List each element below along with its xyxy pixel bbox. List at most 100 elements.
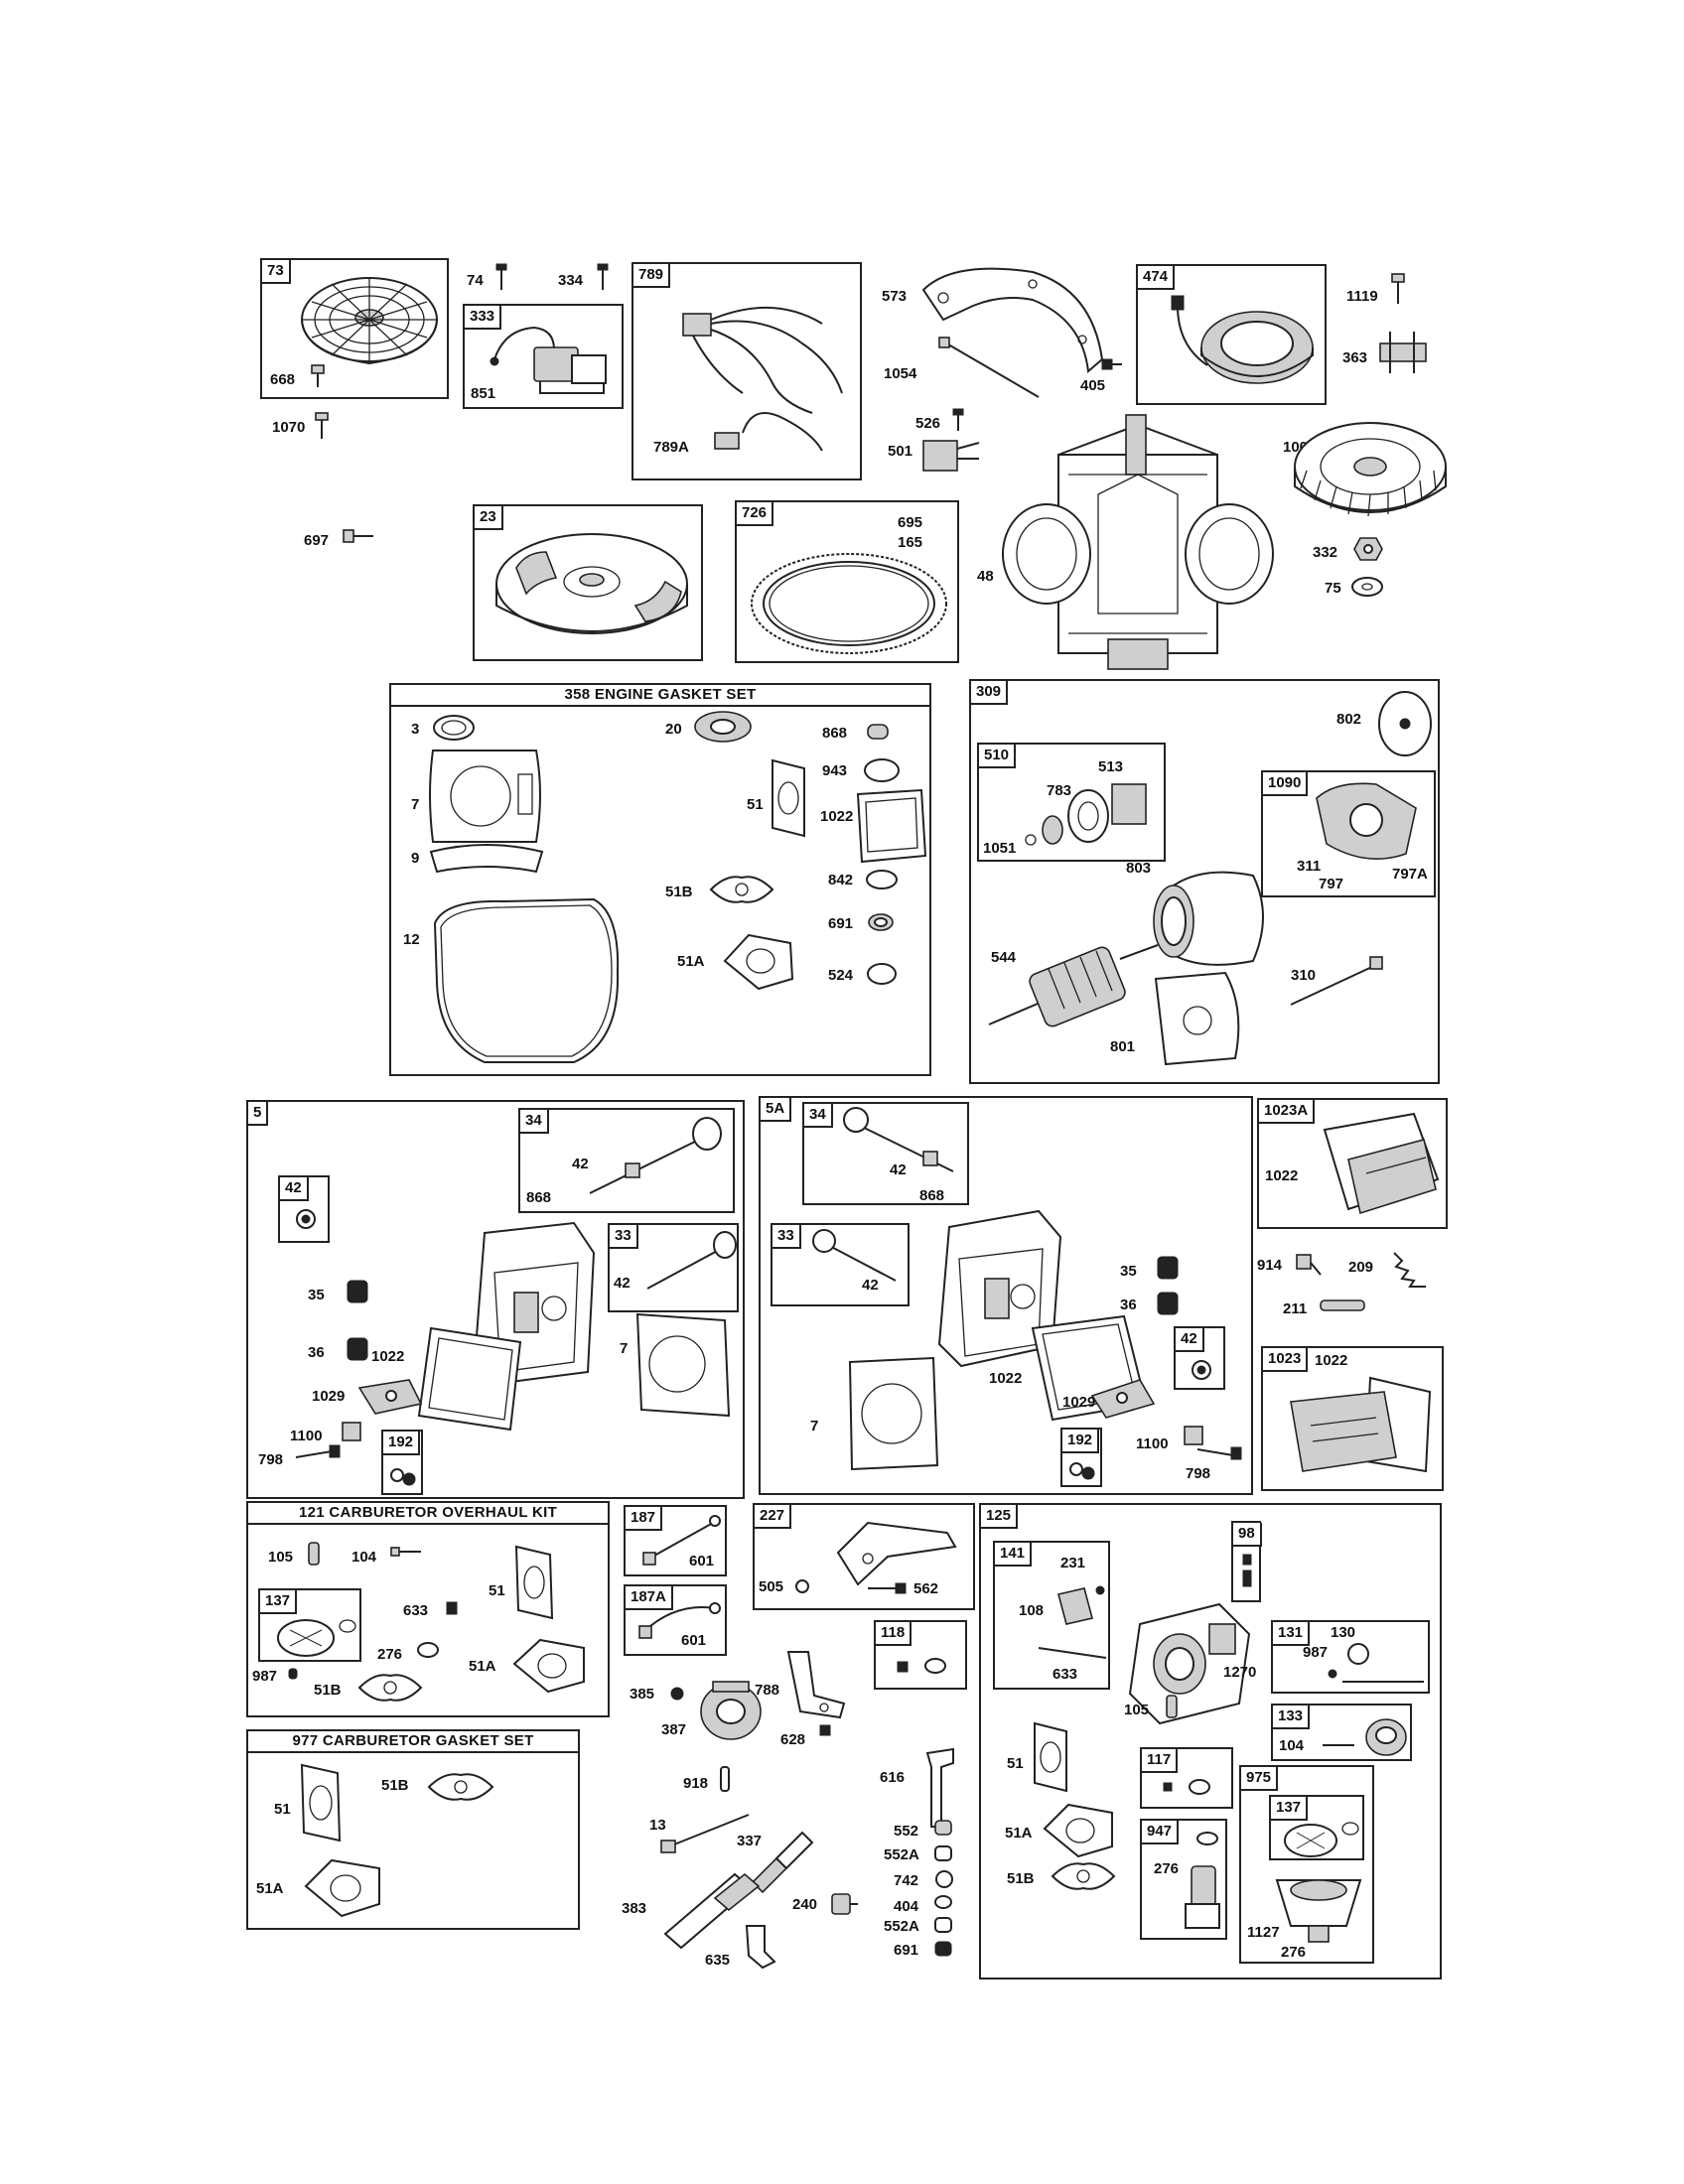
label-691: 691 xyxy=(894,1942,919,1959)
part-box-118: 118 xyxy=(874,1620,967,1690)
part-box-187A: 187A 601 xyxy=(624,1584,727,1656)
label-797A: 797A xyxy=(1392,866,1428,883)
part-box-726: 726 695 165 xyxy=(735,500,959,663)
label-51: 51 xyxy=(274,1801,291,1818)
screw-icon xyxy=(446,1601,458,1615)
part-box-23: 23 xyxy=(473,504,703,661)
label-51B: 51B xyxy=(314,1682,342,1699)
part-tag-125: 125 xyxy=(981,1505,1019,1529)
label-1070: 1070 xyxy=(272,419,306,436)
part-box-1090: 1090 311 797 797A xyxy=(1261,770,1436,897)
label-209: 209 xyxy=(1348,1259,1374,1276)
part-box-98: 98 xyxy=(1231,1521,1262,1602)
end-cap-icon xyxy=(1316,782,1417,860)
crankcase-gasket-icon xyxy=(433,897,620,1063)
label-51A: 51A xyxy=(256,1880,284,1897)
gasket-icon xyxy=(512,1638,585,1694)
label-987: 987 xyxy=(1303,1644,1329,1661)
label-842: 842 xyxy=(828,872,854,888)
part-box-192-b: 192 xyxy=(1060,1428,1102,1487)
part-box-5A: 5A 34 42 868 33 42 35 36 7 1022 1029 42 … xyxy=(759,1096,1253,1495)
fuel-pipe-icon xyxy=(925,1747,954,1828)
linkage-icon xyxy=(663,1872,761,1950)
label-105: 105 xyxy=(1124,1702,1150,1718)
part-box-42: 42 xyxy=(278,1175,330,1243)
part-tag-42: 42 xyxy=(1176,1328,1204,1352)
solenoid-icon xyxy=(1185,1832,1220,1929)
part-tag-23: 23 xyxy=(475,506,503,530)
label-505: 505 xyxy=(759,1578,784,1595)
starter-housing-icon xyxy=(1153,871,1264,966)
label-12: 12 xyxy=(403,931,420,948)
label-48: 48 xyxy=(977,568,994,585)
label-51B: 51B xyxy=(665,884,693,900)
part-box-1023: 1023 1022 xyxy=(1261,1346,1444,1491)
part-box-73: 73 668 xyxy=(260,258,449,399)
bracket-icon xyxy=(786,1651,846,1719)
link-rod-icon xyxy=(642,1515,721,1566)
label-51A: 51A xyxy=(677,953,705,970)
label-633: 633 xyxy=(1052,1666,1078,1683)
part-box-34-b: 34 42 868 xyxy=(802,1102,969,1205)
module-icon xyxy=(922,440,980,472)
cooling-fan-icon xyxy=(1294,422,1447,517)
label-104: 104 xyxy=(1279,1737,1305,1754)
part-box-333: 333 851 xyxy=(463,304,624,409)
part-box-131: 131 130 987 xyxy=(1271,1620,1430,1694)
valve-icon xyxy=(589,1117,722,1194)
part-tag-117: 117 xyxy=(1142,1749,1179,1773)
label-310: 310 xyxy=(1291,967,1317,984)
label-601: 601 xyxy=(681,1632,707,1649)
gasket-icon xyxy=(709,876,774,903)
ignition-armature-icon xyxy=(490,326,607,394)
valve-icon xyxy=(646,1231,737,1290)
armature-icon xyxy=(988,944,1159,1027)
label-337: 337 xyxy=(737,1833,763,1849)
label-1022: 1022 xyxy=(989,1370,1023,1387)
screw-icon xyxy=(1101,358,1122,370)
label-1022: 1022 xyxy=(1315,1352,1348,1369)
seal-icon xyxy=(934,1845,952,1861)
part-box-1023A: 1023A 1022 xyxy=(1257,1098,1448,1229)
label-311: 311 xyxy=(1297,858,1322,875)
label-1022: 1022 xyxy=(1265,1167,1299,1184)
through-bolt-icon xyxy=(1290,956,1383,1006)
label-616: 616 xyxy=(880,1769,906,1786)
label-1054: 1054 xyxy=(884,365,917,382)
label-211: 211 xyxy=(1283,1300,1308,1317)
screw-icon xyxy=(311,364,325,387)
carburetor-gasket-set-title: 977 CARBURETOR GASKET SET xyxy=(248,1731,578,1753)
label-7: 7 xyxy=(620,1340,629,1357)
label-573: 573 xyxy=(882,288,908,305)
plug-icon xyxy=(288,1668,298,1680)
part-box-975: 975 137 1127 276 xyxy=(1239,1765,1374,1964)
label-42: 42 xyxy=(614,1275,631,1292)
seal-icon xyxy=(867,724,889,740)
label-668: 668 xyxy=(270,371,296,388)
label-987: 987 xyxy=(252,1668,278,1685)
gasket-icon xyxy=(417,1326,522,1432)
part-tag-137: 137 xyxy=(260,1590,298,1614)
nut-icon xyxy=(1353,537,1383,561)
label-803: 803 xyxy=(1126,860,1152,877)
bolt-icon xyxy=(1196,1446,1242,1460)
label-628: 628 xyxy=(780,1731,806,1748)
label-1022: 1022 xyxy=(371,1348,405,1365)
gasket-icon xyxy=(772,758,805,838)
label-20: 20 xyxy=(665,721,682,738)
label-633: 633 xyxy=(403,1602,429,1619)
label-51A: 51A xyxy=(1005,1825,1033,1842)
part-box-137-b: 137 xyxy=(1269,1795,1364,1860)
label-383: 383 xyxy=(622,1900,647,1917)
label-36: 36 xyxy=(308,1344,325,1361)
diaphragm-icon xyxy=(277,1619,356,1657)
clip-icon xyxy=(935,1870,953,1888)
label-1100: 1100 xyxy=(290,1428,323,1444)
label-1127: 1127 xyxy=(1247,1924,1280,1941)
part-tag-192: 192 xyxy=(1062,1430,1100,1453)
part-tag-141: 141 xyxy=(995,1543,1033,1567)
needle-icon xyxy=(308,1542,320,1566)
label-36: 36 xyxy=(1120,1297,1137,1313)
part-box-192: 192 xyxy=(381,1430,423,1495)
valve-spring-icon xyxy=(347,1280,368,1303)
